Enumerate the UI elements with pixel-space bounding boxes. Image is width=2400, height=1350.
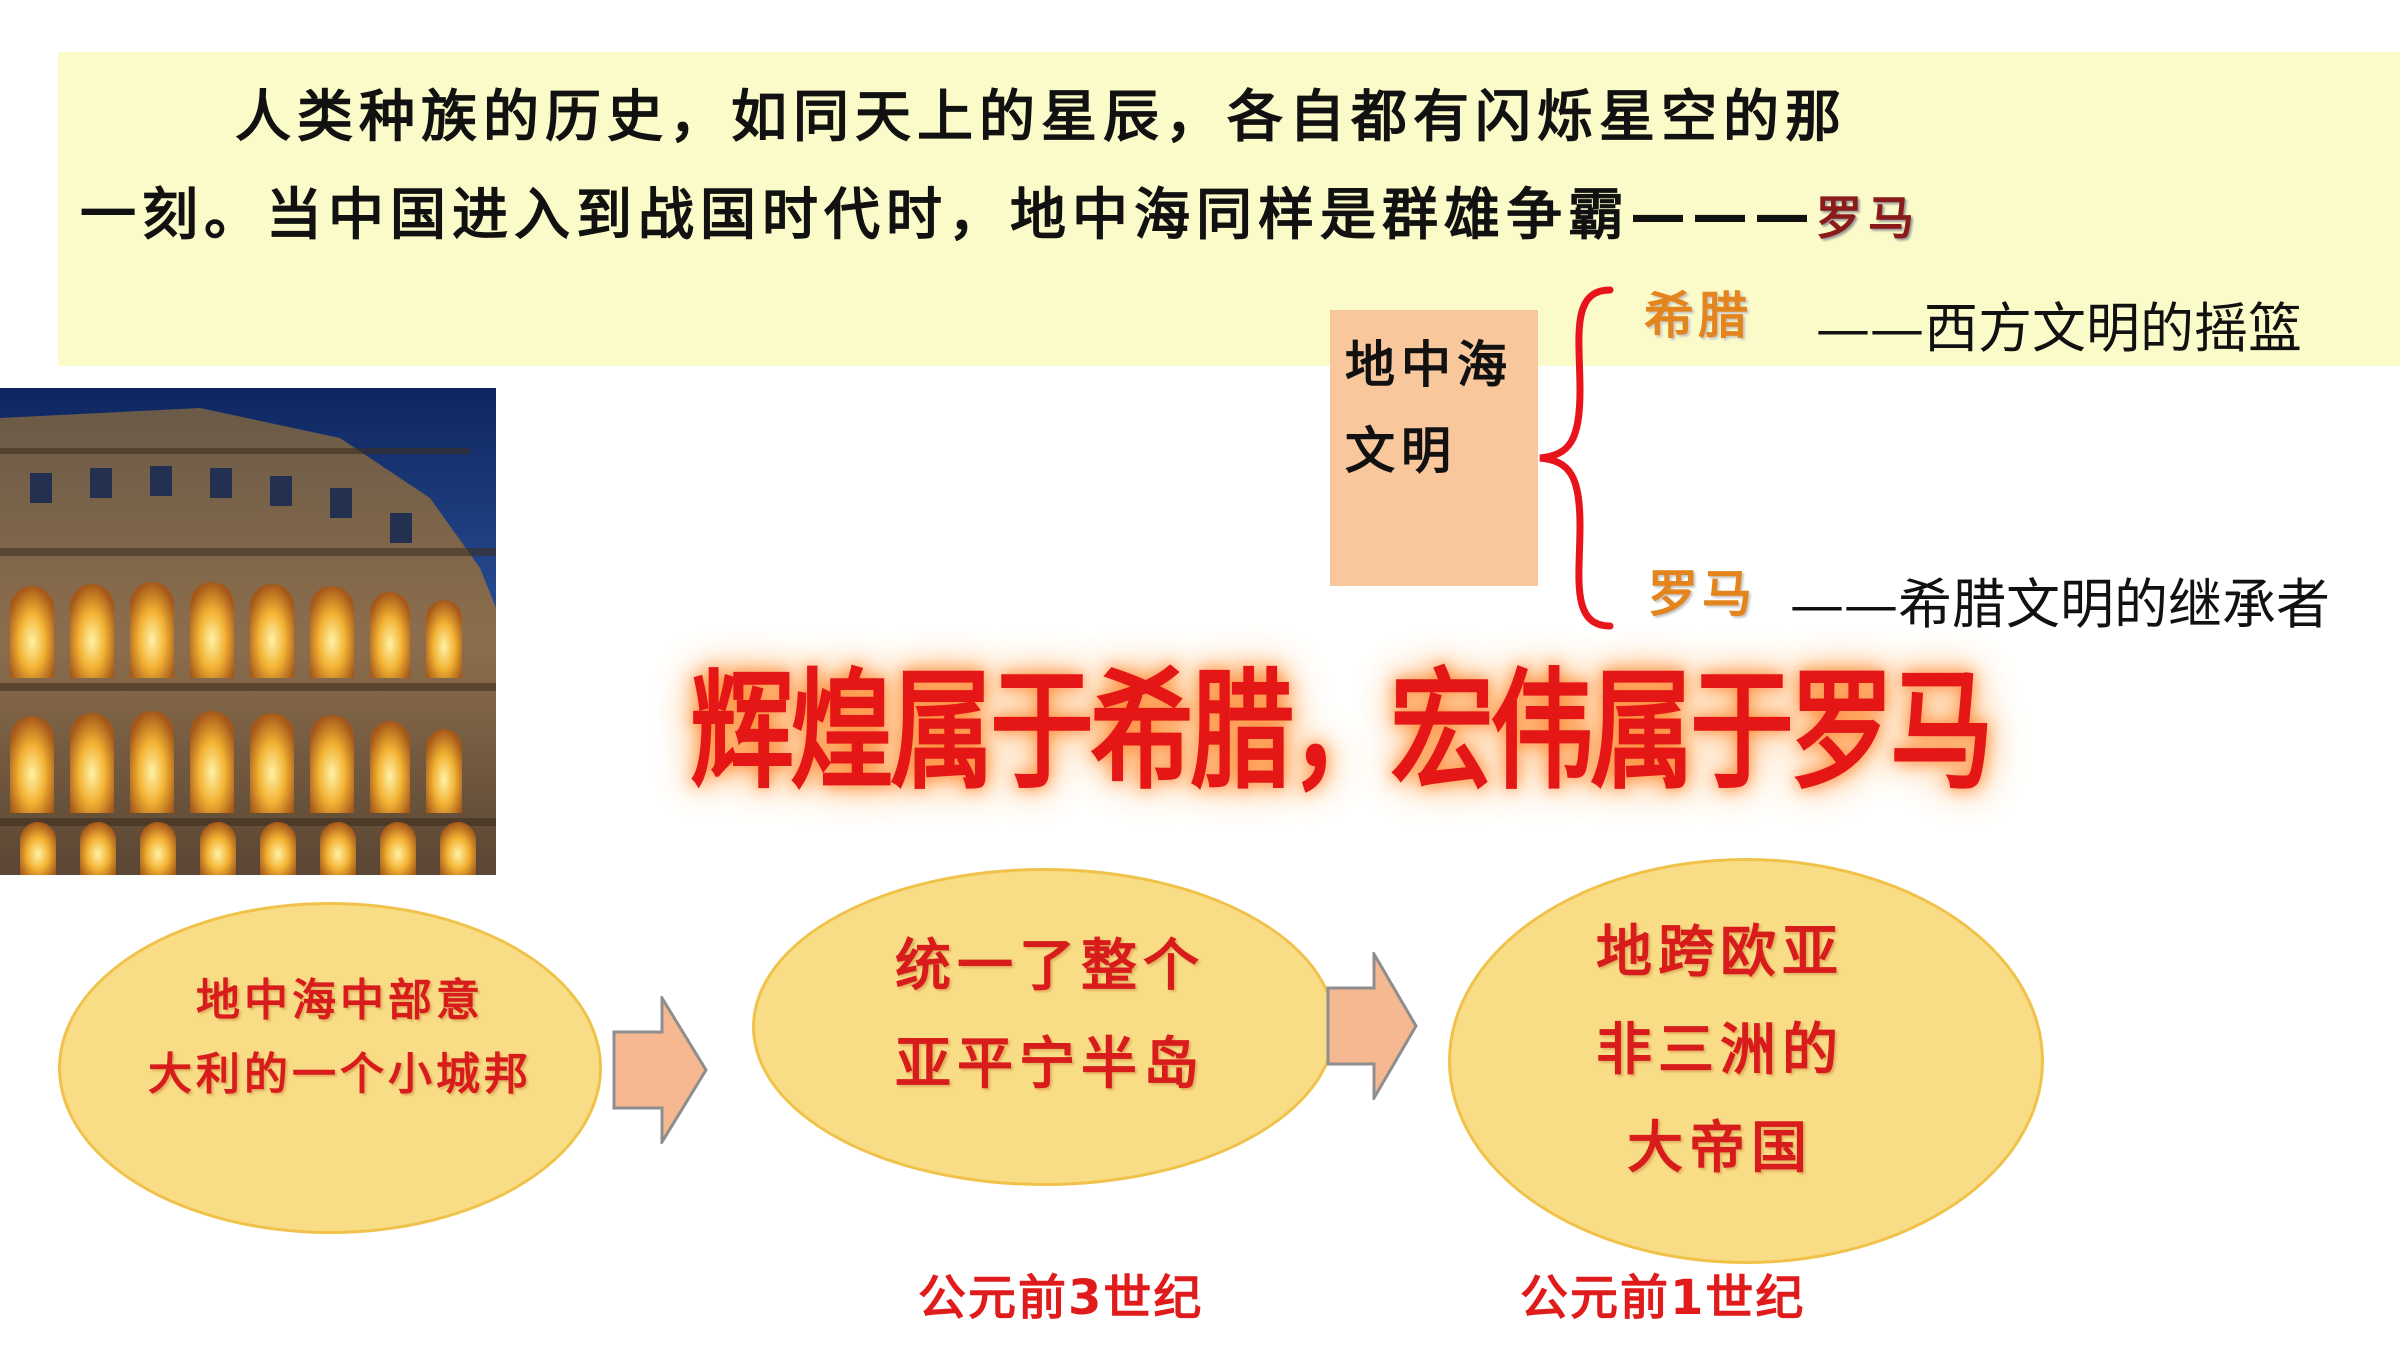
colosseum-photo (0, 388, 496, 875)
branch-rome-name: 罗马 (1648, 565, 1756, 623)
stage-2-ellipse (752, 868, 1336, 1186)
intro-line-2: 一刻。当中国进入到战国时代时，地中海同样是群雄争霸———罗马 (80, 170, 1920, 251)
intro-line-2-text: 一刻。当中国进入到战国时代时，地中海同样是群雄争霸——— (80, 183, 1816, 248)
curly-brace (1539, 286, 1614, 630)
stage-3-date: 公元前1世纪 (1520, 1270, 1806, 1326)
stage-3-ellipse (1448, 858, 2044, 1264)
stage-2-text: 统一了整个亚平宁半岛 (895, 934, 1205, 1097)
intro-rome-label: 罗马 (1816, 191, 1920, 245)
branch-rome-desc: ——希腊文明的继承者 (1790, 573, 2330, 636)
stage-3-text: 地跨欧亚非三洲的大帝国 (1596, 920, 1844, 1181)
stage-1-ellipse (58, 902, 602, 1234)
civilization-label: 地中海文明 (1345, 336, 1513, 480)
right-arrow-icon (612, 996, 708, 1144)
right-arrow-icon (1326, 952, 1418, 1100)
branch-greece-name: 希腊 (1644, 287, 1752, 345)
stage-2-date: 公元前3世纪 (918, 1270, 1204, 1326)
intro-box (58, 52, 2400, 366)
branch-greece-desc: ——西方文明的摇篮 (1816, 297, 2302, 360)
intro-line-1: 人类种族的历史，如同天上的星辰，各自都有闪烁星空的那 (235, 85, 1847, 150)
stage-1-text: 地中海中部意大利的一个小城邦 (148, 975, 532, 1100)
motto-title: 辉煌属于希腊，宏伟属于罗马 (690, 655, 1994, 808)
civilization-box (1330, 310, 1538, 586)
